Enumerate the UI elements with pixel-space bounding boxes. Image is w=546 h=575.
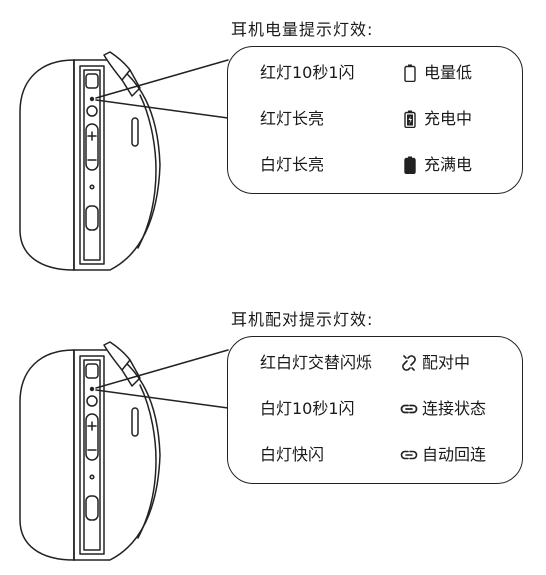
battery-charging-icon	[404, 110, 416, 128]
battery-row-low: 红灯10秒1闪 电量低	[228, 60, 522, 86]
link-pairing-icon	[402, 355, 416, 371]
battery-indicator-section: 耳机电量提示灯效:	[0, 0, 546, 285]
battery-light-pattern: 红灯长亮	[260, 109, 325, 128]
pairing-status: 连接状态	[422, 399, 487, 418]
pairing-row-connected: 白灯10秒1闪 连接状态	[228, 396, 522, 422]
battery-row-charging: 红灯长亮 充电中	[228, 106, 522, 132]
battery-status: 充电中	[424, 109, 473, 128]
headphone-illustration	[19, 341, 229, 561]
battery-full-icon	[404, 156, 416, 174]
battery-status: 电量低	[424, 63, 473, 82]
pairing-row-reconnect: 白灯快闪 自动回连	[228, 442, 522, 468]
pairing-light-pattern: 白灯10秒1闪	[260, 399, 355, 418]
link-connected-icon	[400, 404, 418, 414]
pairing-indicator-section: 耳机配对提示灯效: 红白灯交替闪烁	[0, 290, 546, 575]
pairing-light-pattern: 红白灯交替闪烁	[260, 353, 373, 372]
battery-light-pattern: 白灯长亮	[260, 155, 325, 174]
headphone-illustration	[19, 51, 229, 271]
pairing-callout-panel: 红白灯交替闪烁 配对中 白灯10秒1闪 连接状态	[227, 336, 523, 484]
pairing-light-pattern: 白灯快闪	[260, 445, 325, 464]
battery-status: 充满电	[424, 155, 473, 174]
pairing-indicator-heading: 耳机配对提示灯效:	[231, 310, 374, 329]
battery-row-full: 白灯长亮 充满电	[228, 152, 522, 178]
battery-indicator-heading: 耳机电量提示灯效:	[231, 20, 374, 39]
battery-light-pattern: 红灯10秒1闪	[260, 63, 355, 82]
pairing-status: 自动回连	[422, 445, 487, 464]
pairing-row-pairing: 红白灯交替闪烁 配对中	[228, 350, 522, 376]
link-reconnect-icon	[400, 450, 418, 460]
pairing-status: 配对中	[422, 353, 471, 372]
battery-callout-panel: 红灯10秒1闪 电量低 红灯长亮 充电中 白灯长亮 充满电	[227, 46, 523, 194]
battery-low-icon	[404, 64, 416, 82]
